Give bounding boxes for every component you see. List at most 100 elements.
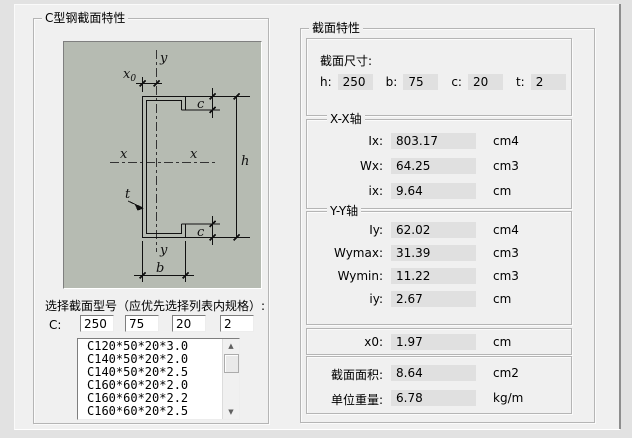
yy-axis-section: Y-Y轴 Iy: 62.02 cm4 Wymax: 31.39 cm3 Wymi… — [306, 204, 572, 325]
x-axis-label-right: x — [190, 147, 198, 162]
x-axis-label-left: x — [120, 147, 128, 162]
size-field-label: c: — [451, 75, 462, 89]
property-label: 单位重量: — [330, 393, 383, 407]
c-top-dim-label: c — [197, 97, 205, 112]
property-label: Iy: — [369, 223, 383, 237]
property-unit: cm4 — [493, 223, 519, 237]
property-unit: kg/m — [493, 391, 524, 405]
xx-axis-rows: Ix: 803.17 cm4 Wx: 64.25 cm3 ix: 9.64 cm — [307, 120, 571, 199]
property-value: 6.78 — [391, 390, 476, 406]
property-value: 31.39 — [391, 245, 476, 261]
property-row: iy: 2.67 cm — [307, 291, 571, 307]
yy-axis-rows: Iy: 62.02 cm4 Wymax: 31.39 cm3 Wymin: 11… — [307, 212, 571, 307]
property-unit: cm3 — [493, 269, 519, 283]
property-unit: cm3 — [493, 159, 519, 173]
property-label: x0: — [364, 335, 383, 349]
list-item[interactable]: C140*50*20*2.5 — [87, 365, 189, 379]
property-value: 11.22 — [391, 268, 476, 284]
property-value: 2.67 — [391, 291, 476, 307]
y-axis-label-top: y — [159, 51, 168, 66]
list-item[interactable]: C160*60*20*2.5 — [87, 404, 189, 418]
property-label: Wx: — [359, 159, 383, 173]
h-dim-label: h — [241, 154, 249, 169]
property-row: Wx: 64.25 cm3 — [307, 158, 571, 174]
size-field-pair: h: 250 — [320, 74, 373, 90]
property-unit: cm4 — [493, 134, 519, 148]
property-value: 1.97 — [391, 334, 476, 350]
window-edge — [619, 4, 621, 429]
list-item[interactable]: C120*50*20*3.0 — [87, 340, 189, 353]
list-item[interactable]: C140*50*20*2.0 — [87, 352, 189, 366]
list-item[interactable]: C160*60*20*2.2 — [87, 391, 189, 405]
property-row: 截面面积: 8.64 cm2 — [307, 365, 571, 382]
property-label: Wymax: — [334, 246, 383, 260]
right-group-title: 截面特性 — [309, 21, 364, 35]
left-group-title: C型钢截面特性 — [42, 11, 129, 25]
scroll-down-button[interactable]: ▼ — [223, 405, 239, 419]
x0-dim-label: x0 — [123, 67, 136, 84]
property-value: 64.25 — [391, 158, 476, 174]
summary-section: 截面面积: 8.64 cm2 单位重量: 6.78 kg/m — [306, 356, 572, 414]
spec-list: C120*50*20*3.0 C140*50*20*2.0 C140*50*20… — [78, 340, 222, 419]
xx-axis-section: X-X轴 Ix: 803.17 cm4 Wx: 64.25 cm3 ix: 9.… — [306, 112, 572, 209]
b-dim-label: b — [156, 261, 164, 276]
select-spec-label: 选择截面型号（应优先选择列表内规格）: — [45, 299, 266, 313]
spec-listbox[interactable]: C120*50*20*3.0 C140*50*20*2.0 C140*50*20… — [77, 338, 240, 420]
y-axis-label-bottom: y — [159, 243, 168, 258]
list-item[interactable]: C160*60*20*2.0 — [87, 378, 189, 392]
size-field-value: 75 — [403, 74, 439, 90]
c-prefix-label: C: — [49, 318, 62, 332]
size-field-label: b: — [385, 75, 398, 89]
input-c[interactable] — [172, 315, 206, 332]
section-diagram: y y x x x0 c c h t b — [63, 41, 262, 289]
input-b[interactable] — [125, 315, 159, 332]
size-field-value: 250 — [337, 74, 373, 90]
t-arrowhead — [134, 203, 144, 211]
property-label: Ix: — [368, 134, 383, 148]
x0-rows: x0: 1.97 cm — [307, 329, 571, 350]
right-group-box: 截面特性 截面尺寸: h: 250 b: 75 c: 20 — [300, 21, 595, 423]
xx-axis-title: X-X轴 — [327, 112, 365, 126]
size-field-value: 20 — [467, 74, 503, 90]
property-label: 截面面积: — [330, 368, 383, 382]
dimension-ticks — [138, 79, 241, 280]
property-unit: cm — [493, 292, 512, 306]
c-shape-inner — [146, 100, 182, 234]
property-row: Iy: 62.02 cm4 — [307, 222, 571, 238]
property-label: iy: — [369, 292, 383, 306]
property-row: Ix: 803.17 cm4 — [307, 133, 571, 149]
t-dim-label: t — [125, 187, 131, 202]
property-value: 62.02 — [391, 222, 476, 238]
size-section: 截面尺寸: h: 250 b: 75 c: 20 t: — [306, 38, 572, 116]
summary-rows: 截面面积: 8.64 cm2 单位重量: 6.78 kg/m — [307, 357, 571, 407]
size-field-pair: c: 20 — [451, 74, 503, 90]
scroll-up-button[interactable]: ▲ — [223, 339, 239, 353]
property-row: ix: 9.64 cm — [307, 183, 571, 199]
size-fields-row: h: 250 b: 75 c: 20 t: 2 — [320, 74, 566, 90]
left-group-box: C型钢截面特性 — [33, 11, 269, 424]
x0-section: x0: 1.97 cm — [306, 328, 572, 355]
size-field-value: 2 — [530, 74, 566, 90]
property-value: 8.64 — [391, 365, 476, 381]
property-value: 9.64 — [391, 183, 476, 199]
property-value: 803.17 — [391, 133, 476, 149]
property-unit: cm3 — [493, 246, 519, 260]
listbox-scrollbar[interactable]: ▲ ▼ — [222, 339, 239, 419]
c-bottom-dim-label: c — [197, 225, 205, 240]
scroll-down-icon: ▼ — [228, 408, 234, 416]
scrollbar-thumb[interactable] — [224, 354, 239, 373]
property-label: Wymin: — [337, 269, 383, 283]
scroll-up-icon: ▲ — [228, 342, 234, 350]
property-row: Wymax: 31.39 cm3 — [307, 245, 571, 261]
size-caption: 截面尺寸: — [320, 54, 373, 68]
yy-axis-title: Y-Y轴 — [327, 204, 362, 218]
property-row: Wymin: 11.22 cm3 — [307, 268, 571, 284]
input-t[interactable] — [220, 315, 254, 332]
input-h[interactable] — [80, 315, 114, 332]
size-field-label: t: — [515, 75, 525, 89]
property-unit: cm — [493, 184, 512, 198]
size-field-label: h: — [320, 75, 332, 89]
property-row: 单位重量: 6.78 kg/m — [307, 390, 571, 407]
size-field-pair: b: 75 — [386, 74, 439, 90]
